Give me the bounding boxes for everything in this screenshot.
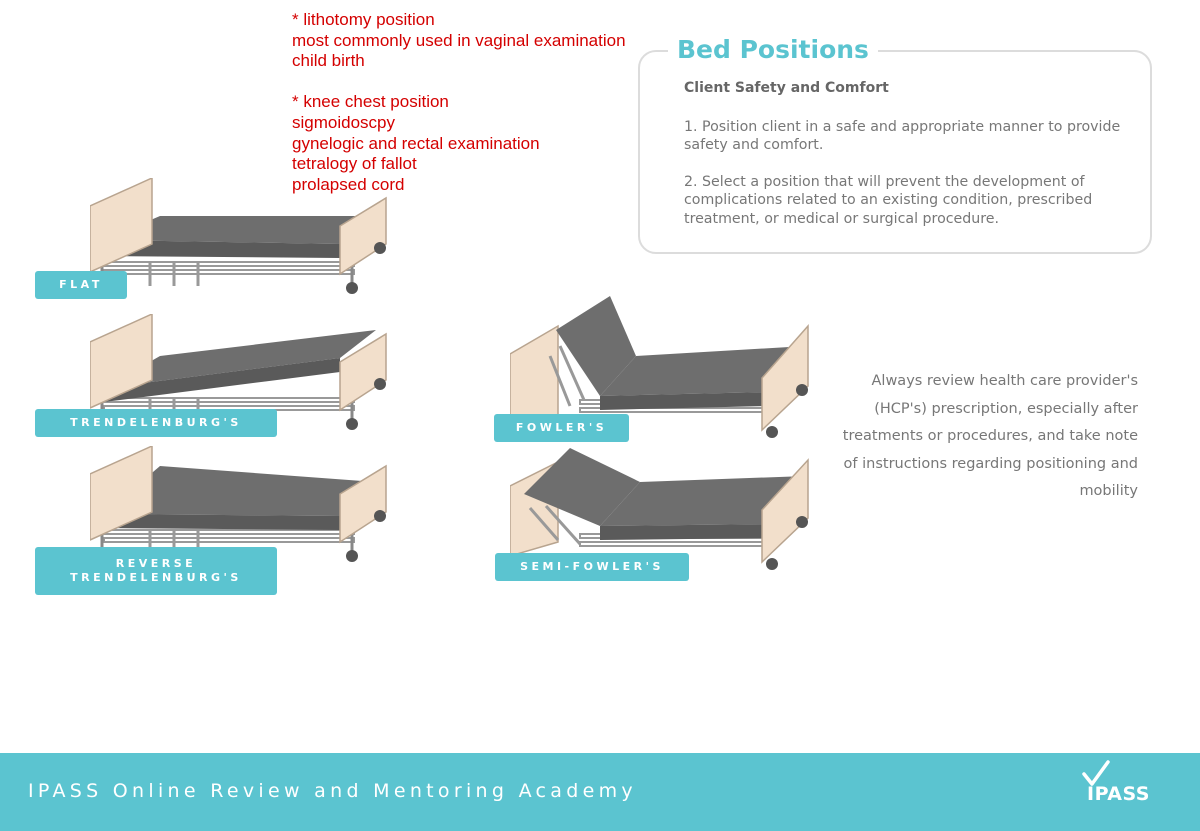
reverse-trendelenburg-label: REVERSE TRENDELENBURG'S [35,547,277,595]
trendelenburg-bed-illustration [90,314,387,432]
checkmark-icon [1082,760,1110,786]
annotation-notes: * lithotomy position most commonly used … [292,10,626,195]
trendelenburg-label: TRENDELENBURG'S [35,409,277,437]
info-card [638,50,1152,254]
note-line: sigmoidoscpy [292,112,395,132]
note-line: * knee chest position [292,92,449,112]
reverse-label-line-1: REVERSE [115,557,197,570]
flat-label: FLAT [35,271,127,299]
note-line: tetralogy of fallot [292,154,417,174]
semi-fowlers-label: SEMI-FOWLER'S [495,553,689,581]
note-line: most commonly used in vaginal examinatio… [292,30,626,50]
review-note: Always review health care provider's (HC… [842,373,1138,500]
card-paragraph-2: 2. Select a position that will prevent t… [684,174,1093,227]
footer-bar [0,753,1200,831]
fowlers-bed-illustration [510,296,809,438]
note-line: gynelogic and rectal examination [292,133,540,153]
fowlers-label: FOWLER'S [494,414,629,442]
logo-text: IPASS [1087,783,1150,805]
reverse-label-line-2: TRENDELENBURG'S [70,571,242,584]
flat-bed-illustration [90,178,387,296]
footer-text: IPASS Online Review and Mentoring Academ… [28,780,637,802]
ipass-logo: IPASS [1078,760,1158,810]
card-paragraph-1: 1. Position client in a safe and appropr… [684,119,1121,154]
reverse-trendelenburg-bed-illustration [90,446,387,564]
note-line: prolapsed cord [292,174,405,194]
page-title: Bed Positions [668,32,878,68]
semi-fowlers-bed-illustration [510,448,809,570]
note-line: * lithotomy position [292,10,435,29]
note-line: child birth [292,51,365,71]
card-subtitle: Client Safety and Comfort [684,80,889,96]
